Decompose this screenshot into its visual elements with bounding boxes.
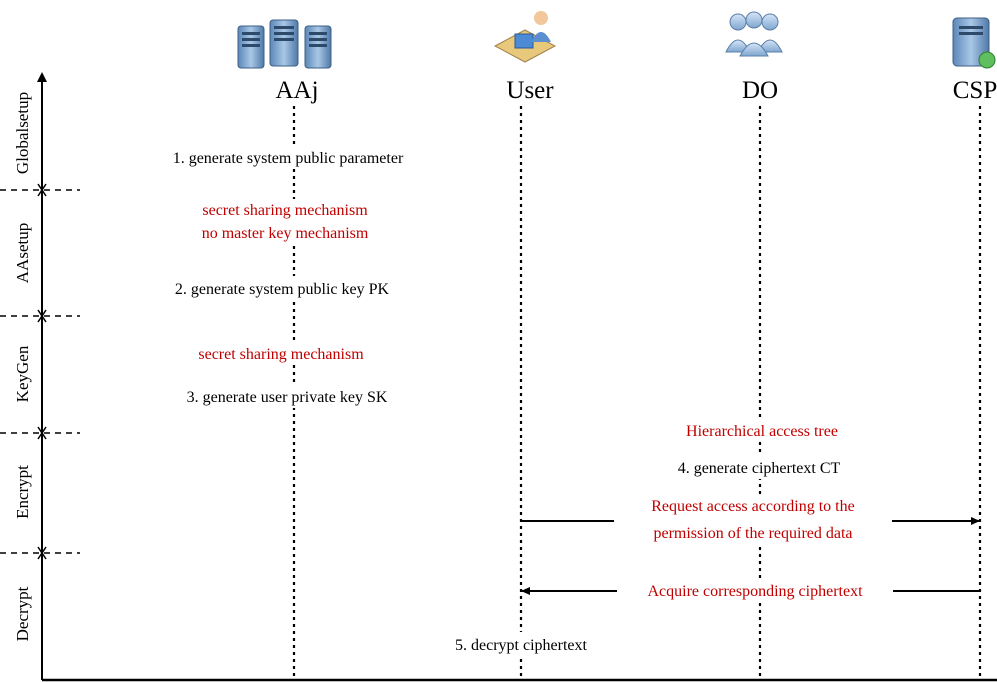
acquire-label: Acquire corresponding ciphertext [647, 583, 863, 600]
actor-name-aaj: AAj [275, 77, 318, 104]
phase-label-decrypt: Decrypt [13, 586, 32, 641]
step-5-label: 5. decrypt ciphertext [455, 637, 588, 654]
actor-name-user: User [506, 77, 554, 104]
people-group-icon [725, 11, 783, 57]
request-label-line2: permission of the required data [653, 525, 852, 542]
request-label-line1: Request access according to the [651, 498, 854, 515]
step-3-label: 3. generate user private key SK [187, 389, 388, 406]
phase-separator [0, 546, 80, 560]
phase-label-keygen: KeyGen [13, 345, 32, 402]
encrypt-note-access-tree: Hierarchical access tree [686, 423, 838, 440]
phase-label-globalsetup: Globalsetup [13, 92, 32, 174]
actor-name-do: DO [742, 77, 778, 104]
keygen-note-secret-sharing: secret sharing mechanism [198, 346, 364, 363]
step-1-label: 1. generate system public parameter [173, 150, 404, 167]
actor-name-csp: CSP [953, 77, 997, 104]
phase-label-aasetup: AAsetup [13, 223, 32, 283]
aasetup-note-secret-sharing: secret sharing mechanism [202, 202, 368, 219]
phase-label-encrypt: Encrypt [13, 465, 32, 519]
phase-separator [0, 309, 80, 323]
step-4-label: 4. generate ciphertext CT [678, 460, 841, 477]
servers-icon [237, 19, 332, 69]
phase-separator [0, 183, 80, 197]
server-globe-icon [952, 17, 996, 69]
step-2-label: 2. generate system public key PK [175, 281, 390, 298]
user-at-desk-icon [493, 11, 557, 63]
axis-top-arrow [37, 72, 47, 82]
aasetup-note-no-master-key: no master key mechanism [202, 225, 369, 242]
phase-separator [0, 426, 80, 440]
